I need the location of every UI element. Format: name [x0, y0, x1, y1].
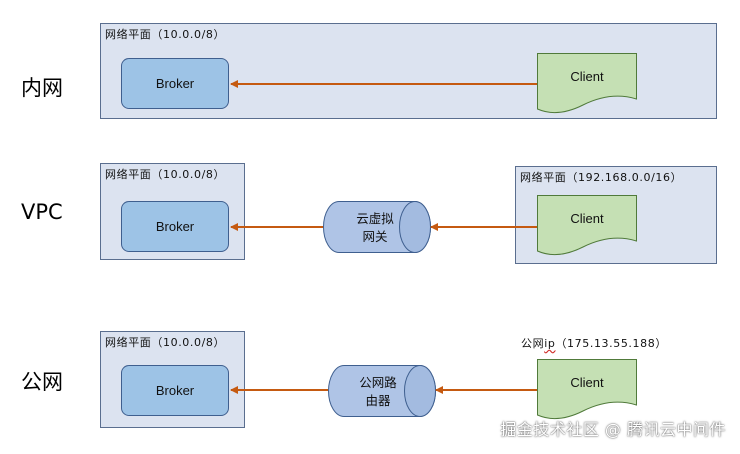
- client-node-public: Client: [537, 359, 637, 419]
- gateway-label-line1: 云虚拟: [356, 211, 394, 226]
- virtual-gateway-cylinder: 云虚拟 网关: [323, 201, 431, 253]
- client-label: Client: [570, 69, 604, 84]
- public-router-cylinder: 公网路 由器: [328, 365, 436, 417]
- client-label: Client: [570, 375, 604, 390]
- network-plane-label: 网络平面（10.0.0/8）: [105, 168, 226, 181]
- network-plane-label: 网络平面（10.0.0/8）: [105, 336, 226, 349]
- row-label-public: 公网: [21, 370, 63, 394]
- broker-node-public: Broker: [121, 365, 229, 416]
- router-label-line2: 由器: [365, 393, 391, 408]
- broker-node-intranet: Broker: [121, 58, 229, 109]
- public-ip-value: （175.13.55.188）: [555, 337, 667, 350]
- public-ip-label: 公网ip（175.13.55.188）: [521, 335, 667, 351]
- network-plane-label: 网络平面（192.168.0.0/16）: [520, 171, 683, 184]
- public-ip-prefix: 公网: [521, 337, 545, 350]
- client-label: Client: [570, 211, 604, 226]
- client-node-intranet: Client: [537, 53, 637, 113]
- broker-node-vpc: Broker: [121, 201, 229, 252]
- public-ip-word: ip: [544, 337, 556, 350]
- watermark: 掘金技术社区 @ 腾讯云中间件: [500, 420, 726, 439]
- gateway-label-line2: 网关: [362, 229, 387, 244]
- row-label-intranet: 内网: [21, 76, 63, 100]
- router-label-line1: 公网路: [359, 375, 397, 390]
- network-plane-label: 网络平面（10.0.0/8）: [105, 28, 226, 41]
- client-node-vpc: Client: [537, 195, 637, 255]
- row-label-vpc: VPC: [21, 200, 63, 224]
